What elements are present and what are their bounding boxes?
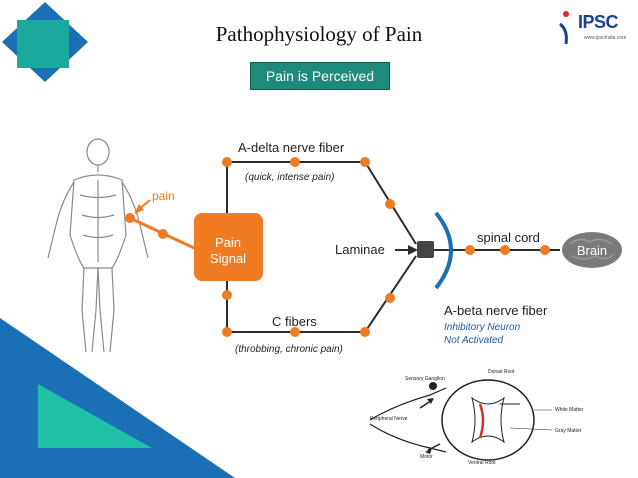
logo-text: IPSC [578, 12, 619, 32]
human-body-figure [47, 138, 149, 353]
signal-path-red [478, 403, 485, 439]
marker [125, 213, 135, 223]
marker [290, 157, 300, 167]
a-beta-label: A-beta nerve fiber [444, 303, 548, 318]
top-left-teal-square [17, 20, 69, 68]
output-arrowhead [425, 448, 432, 454]
pain-perceived-badge: Pain is Perceived [250, 62, 390, 90]
marker [385, 293, 395, 303]
marker [385, 199, 395, 209]
inhibitory-line1: Inhibitory Neuron [444, 322, 521, 333]
laminae-arrowhead [408, 245, 418, 255]
brain-icon [562, 232, 622, 268]
motor-label: Motor [420, 454, 433, 460]
pain-signal-line2: Signal [210, 251, 246, 266]
logo-icon [559, 11, 569, 45]
gray-matter-leader [509, 427, 553, 431]
marker [540, 245, 550, 255]
logo-url: www.ipscindia.com [584, 35, 627, 41]
laminae-label: Laminae [335, 242, 385, 257]
peripheral-nerve-label: Peripheral Nerve [370, 416, 408, 422]
bottom-left-blue-triangle [0, 318, 235, 478]
c-fibers-sub: (throbbing, chronic pain) [235, 344, 343, 355]
pain-arrowhead [134, 204, 144, 214]
pain-signal-box [194, 213, 263, 281]
sensory-ganglion-dot [429, 382, 437, 390]
dorsal-root-label: Dorsal Root [488, 369, 515, 375]
input-arrowhead [427, 398, 434, 404]
pain-signal-line1: Pain [215, 235, 241, 250]
marker [222, 290, 232, 300]
marker [360, 327, 370, 337]
a-delta-sub: (quick, intense pain) [245, 172, 335, 183]
c-fibers-label: C fibers [272, 314, 317, 329]
sensory-ganglion-label: Sensory Ganglion [405, 376, 445, 382]
gray-matter-label: Gray Matter [555, 428, 582, 434]
spinal-cord-label: spinal cord [477, 230, 540, 245]
peripheral-nerve-upper [369, 387, 447, 421]
marker [158, 229, 168, 239]
nerve-markers [125, 157, 550, 337]
pain-label: pain [152, 189, 175, 203]
output-arrow [427, 443, 441, 451]
brain-label: Brain [577, 243, 607, 258]
marker [360, 157, 370, 167]
bottom-left-teal-triangle [38, 384, 152, 448]
ventral-root-label: Ventral Root [468, 460, 496, 466]
gray-matter-shape [471, 396, 505, 444]
a-delta-label: A-delta nerve fiber [238, 140, 345, 155]
inhibitory-arc [434, 211, 453, 290]
marker [290, 327, 300, 337]
inhibitory-line2: Not Activated [444, 335, 504, 346]
marker [222, 157, 232, 167]
white-matter-label: White Matter [555, 407, 584, 413]
spinal-cord-outline [441, 379, 535, 461]
marker [465, 245, 475, 255]
slide-title: Pathophysiology of Pain [215, 22, 423, 46]
spine-cross-section: Sensory Ganglion Dorsal Root White Matte… [369, 369, 584, 466]
marker [222, 327, 232, 337]
marker [500, 245, 510, 255]
laminae-node [417, 241, 434, 258]
peripheral-nerve-lower [369, 423, 447, 453]
